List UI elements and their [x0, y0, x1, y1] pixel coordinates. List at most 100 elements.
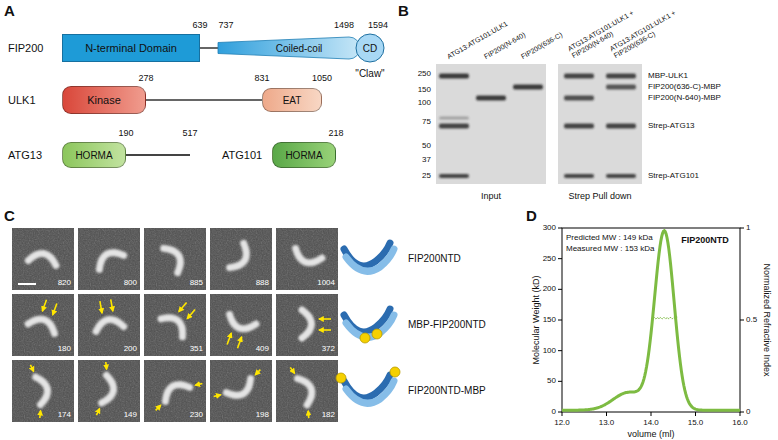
- pointer-arrow: [319, 318, 331, 320]
- monomer: [346, 381, 394, 403]
- pointer-arrow: [96, 409, 99, 416]
- micrograph-ground: [78, 228, 140, 290]
- gel-band: [606, 174, 636, 178]
- pointer-arrow: [237, 337, 241, 348]
- micrograph: [78, 294, 140, 356]
- tick: [562, 412, 563, 416]
- micrograph-ground: [144, 360, 206, 422]
- particle: [161, 312, 189, 337]
- particle-count: 372: [322, 344, 335, 353]
- pointer-arrow: [290, 367, 294, 373]
- dimer-cartoon: [336, 367, 400, 403]
- micrograph: [276, 294, 338, 356]
- gel-band: [606, 74, 636, 79]
- tick-label: 250: [543, 254, 556, 263]
- pointer-arrow: [39, 411, 41, 418]
- micrograph-noise: [276, 294, 338, 356]
- tick: [740, 320, 744, 321]
- marker-size: 50: [422, 141, 431, 150]
- gel-band: [564, 74, 594, 79]
- protein-tail: [126, 154, 190, 156]
- residue-number: 1594: [368, 20, 388, 30]
- tick-label: 200: [543, 285, 556, 294]
- mbp-tag: [372, 329, 382, 339]
- gel: [558, 64, 642, 184]
- domain-box: N-terminal Domain: [62, 34, 200, 62]
- micrograph-noise: [210, 228, 272, 290]
- micrograph-ground: [144, 294, 206, 356]
- pointer-arrow: [255, 370, 260, 375]
- marker-size: 37: [422, 155, 431, 164]
- molecular-weight-trace: [653, 317, 677, 319]
- gel-band: [606, 124, 636, 129]
- particle: [292, 249, 322, 268]
- micrograph-noise: [210, 360, 272, 422]
- particle: [302, 310, 312, 338]
- tick-label: 300: [543, 223, 556, 232]
- particle-count: 200: [124, 344, 137, 353]
- micrograph-noise: [144, 360, 206, 422]
- tick: [558, 412, 562, 413]
- gel-band: [439, 117, 469, 120]
- particle-count: 182: [322, 410, 335, 419]
- domain-box: HORMA: [62, 142, 126, 168]
- residue-number: 218: [328, 128, 343, 138]
- micrograph-ground: [12, 228, 74, 290]
- axis-title: Normalized Refractive Index: [762, 263, 772, 376]
- micrograph: [276, 228, 338, 290]
- particle-count: 820: [58, 278, 71, 287]
- pointer-arrow: [53, 303, 57, 314]
- particle-count: 351: [190, 344, 203, 353]
- domain-label: HORMA: [285, 150, 322, 161]
- domain-label: CD: [363, 43, 377, 54]
- mbp-tag: [336, 373, 346, 383]
- micrograph-noise: [144, 294, 206, 356]
- domain-circle: CD: [355, 33, 385, 63]
- particle-count: 1004: [317, 278, 335, 287]
- particle: [298, 375, 317, 405]
- micrograph: [144, 228, 206, 290]
- band-label: FIP200(N-640)-MBP: [648, 93, 721, 102]
- domain-nickname: "Claw": [355, 68, 384, 80]
- monomer: [346, 315, 394, 337]
- micrograph: [12, 360, 74, 422]
- particle: [95, 247, 124, 269]
- tick-label: 1: [746, 223, 750, 232]
- scale-bar: [18, 283, 36, 285]
- particle: [102, 375, 116, 404]
- micrograph: [12, 294, 74, 356]
- lane-label: FIP200(636-C): [520, 31, 564, 61]
- gel-band: [439, 174, 469, 178]
- gel-band: [606, 85, 636, 90]
- band-label: Strep-ATG13: [648, 121, 695, 130]
- protein-name: ATG13: [8, 149, 42, 162]
- particle-count: 180: [58, 344, 71, 353]
- tick: [740, 412, 741, 416]
- micrograph: [144, 360, 206, 422]
- protein-name: ULK1: [8, 94, 36, 107]
- tick: [558, 289, 562, 290]
- micrograph: [210, 360, 272, 422]
- micrograph: [78, 228, 140, 290]
- micrograph-ground: [78, 294, 140, 356]
- chromatogram: [558, 228, 744, 416]
- tick-label: 13.0: [599, 418, 615, 427]
- linker-line: [146, 99, 262, 101]
- pointer-arrow: [111, 299, 113, 311]
- micrograph-noise: [276, 360, 338, 422]
- plot-annotation: Measured MW : 153 kDa: [566, 244, 654, 253]
- gel-group-label: Input: [481, 191, 501, 201]
- tick-label: 0: [552, 407, 556, 416]
- pointer-arrow: [100, 301, 102, 313]
- residue-number: 831: [254, 73, 269, 83]
- plot-annotation: Predicted MW : 149 kDa: [566, 233, 653, 242]
- micrograph: [276, 360, 338, 422]
- particle: [161, 379, 190, 401]
- micrograph: [210, 228, 272, 290]
- coiled-coil-domain: Coiled-coil: [218, 37, 360, 59]
- tick: [651, 412, 652, 416]
- particle-count: 885: [190, 278, 203, 287]
- micrograph: [144, 294, 206, 356]
- gel-band: [439, 74, 469, 79]
